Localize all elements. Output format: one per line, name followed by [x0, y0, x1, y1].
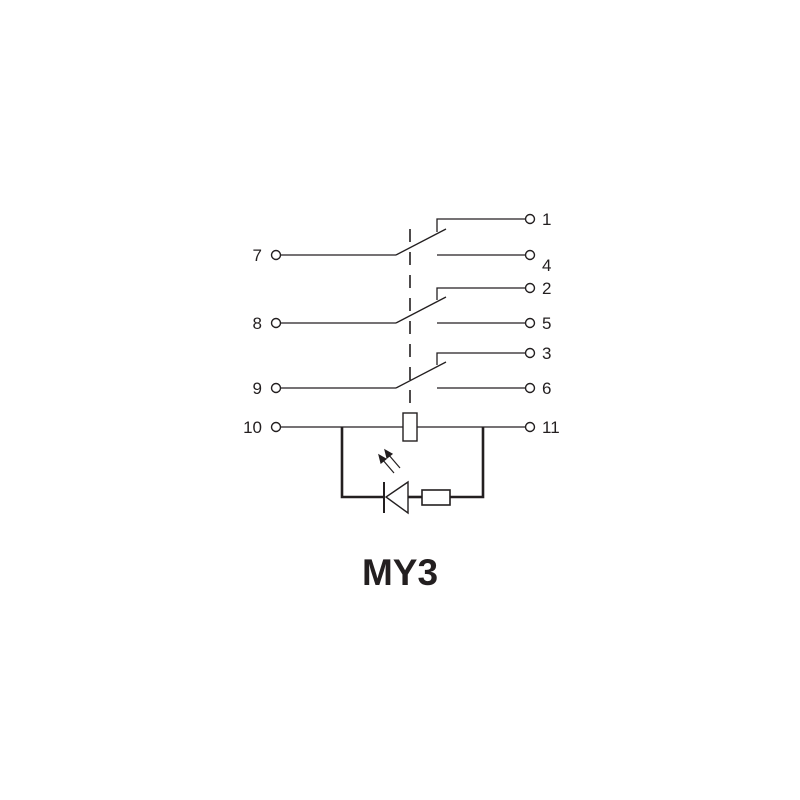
- pin-label-5: 5: [542, 314, 551, 333]
- terminal-2: [524, 282, 536, 294]
- pin-label-10: 10: [243, 418, 262, 437]
- switch-blade-3: [395, 361, 447, 389]
- contact-2-wire: [436, 287, 525, 300]
- coil-circuit: [270, 412, 536, 442]
- pin-label-8: 8: [253, 314, 262, 333]
- light-emission-arrows-icon: [378, 448, 401, 474]
- terminal-7: [270, 249, 282, 261]
- terminal-8: [270, 317, 282, 329]
- pin-label-1: 1: [542, 210, 551, 229]
- switch-blade-2: [395, 296, 447, 324]
- led-branch-left: [340, 427, 384, 499]
- pin-label-9: 9: [253, 379, 262, 398]
- diode-symbol: [384, 480, 409, 515]
- switch-blade-1: [395, 228, 447, 256]
- terminal-3: [524, 347, 536, 359]
- pin-label-3: 3: [542, 344, 551, 363]
- pin-label-7: 7: [253, 246, 262, 265]
- pole-3: [270, 347, 536, 394]
- terminal-11: [524, 421, 536, 433]
- coil-symbol: [402, 412, 418, 442]
- terminal-1: [524, 213, 536, 225]
- terminal-10: [270, 421, 282, 433]
- pin-label-4: 4: [542, 256, 551, 275]
- contact-1-wire: [436, 218, 525, 232]
- pole-2: [270, 282, 536, 329]
- resistor-symbol: [421, 489, 451, 506]
- terminal-4: [524, 249, 536, 261]
- pin-label-2: 2: [542, 279, 551, 298]
- pin-labels: 1 4 2 5 3 6 11 7 8 9 10: [243, 210, 560, 437]
- pin-label-11: 11: [542, 418, 560, 437]
- pin-label-6: 6: [542, 379, 551, 398]
- led-branch-right: [450, 427, 485, 499]
- terminal-6: [524, 382, 536, 394]
- pole-1: [270, 213, 536, 261]
- terminal-5: [524, 317, 536, 329]
- diagram-title: MY3: [362, 552, 438, 593]
- contact-3-wire: [436, 352, 525, 365]
- terminal-9: [270, 382, 282, 394]
- led-indicator-branch: [340, 427, 485, 515]
